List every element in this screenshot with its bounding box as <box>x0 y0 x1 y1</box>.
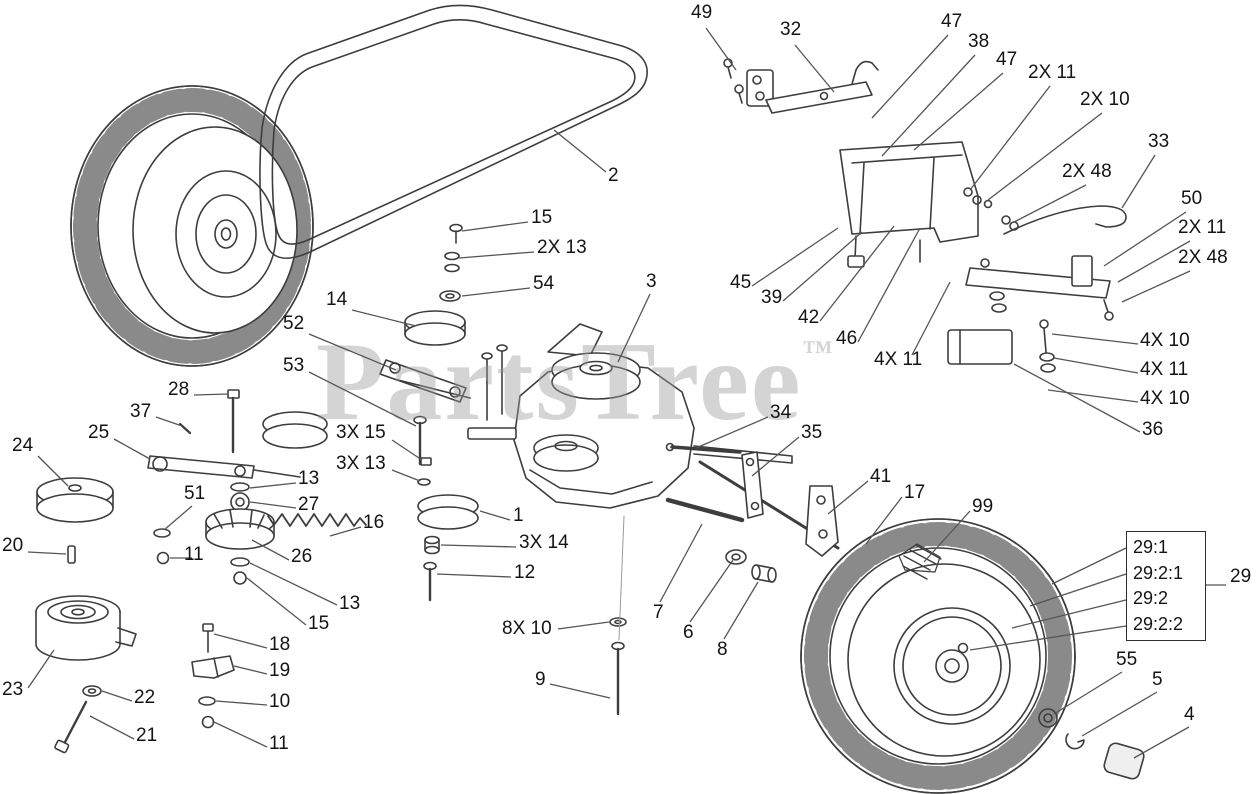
callout-2x-13: 2X 13 <box>537 237 587 258</box>
callout-38: 38 <box>968 31 990 52</box>
callout-17: 17 <box>904 482 926 503</box>
callout-52: 52 <box>283 313 305 334</box>
callout-24: 24 <box>12 435 34 456</box>
callout-26: 26 <box>291 546 313 567</box>
part-29-item: 29:2:2 <box>1133 613 1184 634</box>
callout-50: 50 <box>1181 188 1203 209</box>
callout-35: 35 <box>801 422 823 443</box>
callout-2x-10: 2X 10 <box>1080 89 1130 110</box>
callout-4: 4 <box>1184 704 1195 725</box>
callout-16: 16 <box>363 512 385 533</box>
callout-9: 9 <box>535 669 546 690</box>
callout-4x-11: 4X 11 <box>1140 359 1189 380</box>
callout-20: 20 <box>2 535 24 556</box>
callout-3: 3 <box>646 271 657 292</box>
callout-23: 23 <box>2 679 24 700</box>
part-29-item: 29:2 <box>1133 588 1169 609</box>
callout-4x-10: 4X 10 <box>1140 330 1190 351</box>
callout-28: 28 <box>168 379 190 400</box>
callout-25: 25 <box>88 422 110 443</box>
callout-2x-48: 2X 48 <box>1178 247 1228 268</box>
callout-22: 22 <box>134 687 156 708</box>
callout-6: 6 <box>683 622 694 643</box>
callout-53: 53 <box>283 355 305 376</box>
callout-42: 42 <box>798 307 820 328</box>
callout-12: 12 <box>514 562 536 583</box>
callout-4x-11: 4X 11 <box>874 349 923 370</box>
callout-55: 55 <box>1116 649 1138 670</box>
callout-54: 54 <box>533 273 555 294</box>
callout-4x-10: 4X 10 <box>1140 388 1190 409</box>
callout-14: 14 <box>326 289 348 310</box>
part-29-group-box: 29:1 29:2:1 29:2 29:2:2 <box>1126 531 1206 641</box>
callout-99: 99 <box>972 496 994 517</box>
callout-34: 34 <box>770 402 792 423</box>
drive-belt <box>259 4 648 260</box>
callout-2x-48: 2X 48 <box>1062 161 1112 182</box>
callout-7: 7 <box>653 602 664 623</box>
front-tire <box>70 85 314 367</box>
rear-tire <box>800 518 1076 794</box>
callout-13: 13 <box>298 468 320 489</box>
callout-15: 15 <box>531 207 553 228</box>
callout-36: 36 <box>1142 419 1164 440</box>
callout-41: 41 <box>870 466 892 487</box>
callout-46: 46 <box>836 328 858 349</box>
callout-13: 13 <box>339 593 361 614</box>
part-29-item: 29:2:1 <box>1133 562 1184 583</box>
callout-18: 18 <box>269 634 291 655</box>
callout-49: 49 <box>691 2 713 23</box>
callout-10: 10 <box>269 691 291 712</box>
callout-8x-10: 8X 10 <box>502 618 552 639</box>
callout-11: 11 <box>184 544 204 565</box>
callout-51: 51 <box>184 483 206 504</box>
callout-2: 2 <box>608 165 619 186</box>
callout-5: 5 <box>1152 669 1163 690</box>
callout-11: 11 <box>269 733 289 754</box>
part-29-item: 29:1 <box>1133 537 1169 558</box>
callout-15: 15 <box>308 613 330 634</box>
callout-19: 19 <box>269 660 291 681</box>
callout-2x-11: 2X 11 <box>1178 217 1227 238</box>
callout-39: 39 <box>761 287 783 308</box>
callout-33: 33 <box>1148 131 1170 152</box>
callout-3x-14: 3X 14 <box>519 532 569 553</box>
callout-3x-15: 3X 15 <box>336 422 386 443</box>
callout-1: 1 <box>513 505 524 526</box>
idler-assembly <box>262 223 479 602</box>
callout-2x-11: 2X 11 <box>1028 62 1077 83</box>
callout-27: 27 <box>298 494 320 515</box>
callout-8: 8 <box>717 639 728 660</box>
callout-47: 47 <box>941 11 963 32</box>
left-pulley-assembly <box>35 389 367 754</box>
callout-47: 47 <box>996 49 1018 70</box>
callout-32: 32 <box>780 19 802 40</box>
callout-29: 29 <box>1230 566 1252 587</box>
callout-37: 37 <box>130 401 152 422</box>
callout-45: 45 <box>730 272 752 293</box>
callout-21: 21 <box>136 725 158 746</box>
callout-3x-13: 3X 13 <box>336 453 386 474</box>
upper-bracket-assembly <box>723 58 1127 373</box>
